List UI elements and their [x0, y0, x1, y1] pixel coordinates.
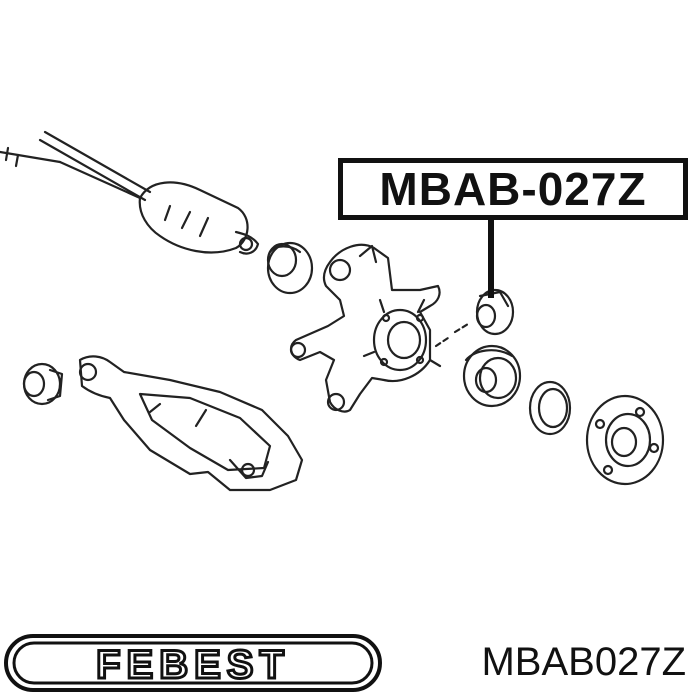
part-callout-label: MBAB-027Z	[338, 158, 688, 220]
target-bushing	[475, 288, 515, 336]
snap-ring	[528, 380, 572, 436]
upper-bushing	[266, 241, 314, 295]
lower-arm-bushing	[22, 362, 64, 406]
callout-leader-line	[488, 220, 494, 298]
wheel-hub	[585, 394, 665, 486]
wheel-bearing	[462, 344, 522, 408]
part-number-text: MBAB027Z	[481, 640, 686, 684]
shock-absorber	[0, 130, 260, 255]
lower-control-arm	[78, 355, 304, 492]
febest-logo: FEBEST	[4, 634, 382, 692]
svg-text:FEBEST: FEBEST	[96, 643, 290, 687]
steering-knuckle	[289, 243, 470, 413]
